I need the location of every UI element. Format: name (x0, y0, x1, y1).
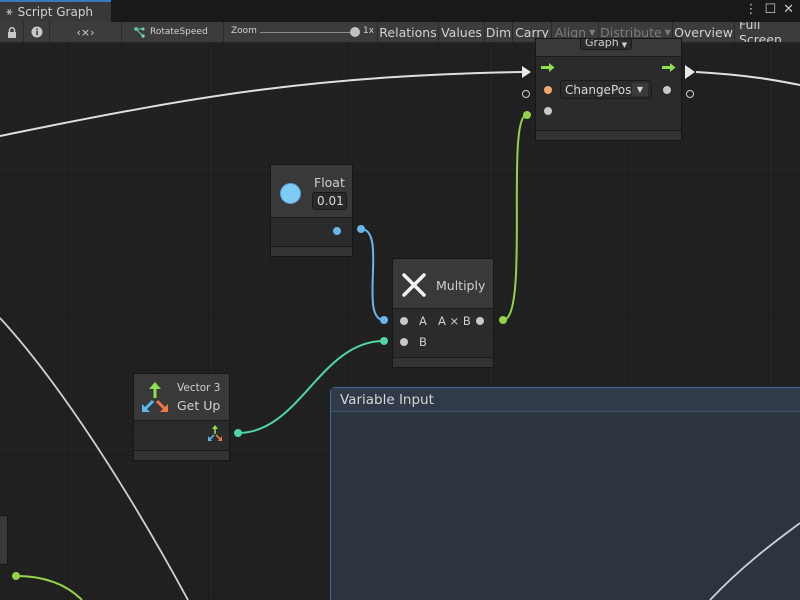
multiply-input-b-port[interactable] (400, 338, 408, 346)
graph-icon (134, 26, 145, 38)
window-controls: ⋮ ☐ ✕ (744, 2, 794, 17)
lock-icon (7, 26, 16, 38)
multiply-output-port[interactable] (476, 317, 484, 325)
distribute-label: Distribute (600, 24, 662, 40)
chevron-down-icon: ▼ (664, 27, 671, 37)
window-tab-bar: ⚹ Script Graph ⋮ ☐ ✕ (0, 0, 800, 22)
tab-script-graph[interactable]: ⚹ Script Graph (0, 0, 111, 22)
overview-button[interactable]: Overview (673, 22, 735, 42)
flow-out-port-icon[interactable] (685, 65, 697, 79)
vector3-node-type: Vector 3 (177, 382, 221, 394)
flow-input-arrow-icon (541, 63, 555, 72)
dim-button[interactable]: Dim (485, 22, 513, 42)
vector3-get-up-node[interactable]: Vector 3 Get Up (133, 373, 230, 461)
graph-target-dropdown[interactable]: ChangePos ▼ (560, 80, 652, 99)
value-output-port[interactable] (663, 86, 671, 94)
graph-name: RotateSpeed (150, 27, 208, 37)
wire-endpoint (12, 572, 20, 580)
graph-dropdown-label: Graph (585, 38, 619, 49)
maximize-icon[interactable]: ☐ (764, 2, 777, 17)
hierarchy-icon: ⚹ (6, 5, 13, 18)
carry-button[interactable]: Carry (513, 22, 552, 42)
more-options-icon[interactable]: ⋮ (744, 2, 758, 17)
info-button[interactable] (24, 22, 50, 42)
control-output-port[interactable] (686, 90, 694, 98)
vector3-node-title: Get Up (177, 398, 221, 413)
graph-toolbar: ‹×› RotateSpeed Zoom 1x Relations Values… (0, 22, 800, 43)
control-input-port[interactable] (522, 90, 530, 98)
value-input-port[interactable] (544, 107, 552, 115)
flow-arrow (522, 66, 531, 78)
values-button[interactable]: Values (439, 22, 485, 42)
multiply-node-title: Multiply (436, 278, 486, 293)
multiply-input-a-port[interactable] (400, 317, 408, 325)
float-type-icon (280, 183, 301, 204)
wire-endpoint (380, 316, 388, 324)
wire-endpoint (234, 429, 242, 437)
multiply-input-a-label: A (419, 314, 427, 328)
wire-endpoint (523, 111, 531, 119)
graph-node[interactable]: Graph ▼ ChangePos ▼ (535, 38, 682, 141)
multiply-input-b-label: B (419, 335, 427, 349)
lock-button[interactable] (0, 22, 24, 42)
zoom-value: 1x (363, 26, 375, 36)
zoom-label: Zoom (231, 26, 257, 36)
wire-endpoint (499, 316, 507, 324)
graph-canvas[interactable]: Graph ▼ ChangePos ▼ Float 0.01 (0, 38, 800, 600)
wire-endpoint (357, 225, 365, 233)
relations-button[interactable]: Relations (378, 22, 439, 42)
flow-output-arrow-icon (662, 63, 676, 72)
chevron-down-icon: ▼ (589, 27, 596, 37)
float-value-input[interactable]: 0.01 (312, 192, 347, 210)
group-title: Variable Input (340, 391, 434, 408)
value-wire (502, 114, 528, 321)
wire-endpoint (380, 337, 388, 345)
close-icon[interactable]: ✕ (783, 2, 794, 17)
float-node[interactable]: Float 0.01 (270, 164, 353, 257)
tab-title: Script Graph (17, 5, 94, 19)
chevron-down-icon: ▼ (632, 83, 648, 96)
group-header[interactable]: Variable Input (331, 388, 800, 412)
flow-wire (695, 71, 800, 86)
distribute-dropdown[interactable]: Distribute ▼ (599, 22, 673, 42)
full-screen-button[interactable]: Full Screen (739, 22, 782, 42)
offscreen-node[interactable] (0, 515, 8, 565)
zoom-control: Zoom 1x (224, 22, 378, 42)
flow-wire (0, 71, 523, 137)
graph-dropdown[interactable]: Graph ▼ (580, 38, 632, 50)
float-output-port[interactable] (333, 227, 341, 235)
vector3-axis-icon (142, 382, 168, 412)
align-label: Align (554, 24, 587, 40)
multiply-node[interactable]: Multiply A A × B B (392, 258, 494, 368)
align-dropdown[interactable]: Align ▼ (552, 22, 599, 42)
float-wire (360, 228, 385, 321)
chevron-down-icon: ▼ (621, 41, 628, 49)
graph-target-value: ChangePos (565, 82, 632, 97)
code-view-button[interactable]: ‹×› (50, 22, 122, 42)
multiply-icon (402, 273, 426, 297)
vector3-output-port-icon[interactable] (207, 425, 223, 441)
multiply-output-label: A × B (438, 314, 471, 328)
graph-breadcrumb[interactable]: RotateSpeed (122, 22, 224, 42)
zoom-slider-track[interactable] (260, 32, 356, 33)
info-icon (31, 26, 42, 38)
zoom-slider-thumb[interactable] (350, 27, 360, 37)
flow-wire (0, 317, 189, 600)
value-wire (15, 575, 83, 600)
vector-wire (237, 340, 385, 434)
float-node-title: Float (314, 175, 345, 190)
group-flow-wire (709, 522, 800, 600)
variable-input-group[interactable]: Variable Input (330, 387, 800, 600)
object-input-port[interactable] (544, 86, 552, 94)
